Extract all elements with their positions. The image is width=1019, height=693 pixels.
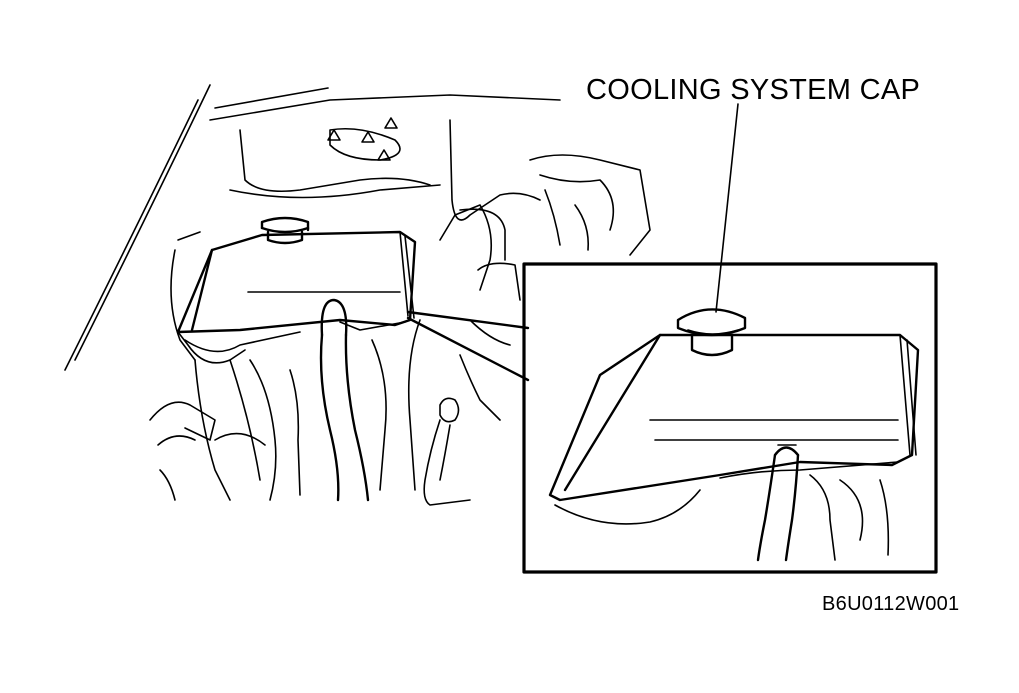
engine-bay-background	[64, 84, 651, 506]
figure-code-label: B6U0112W001	[822, 593, 960, 615]
callout-leader-line	[715, 103, 739, 313]
detail-inset	[522, 262, 938, 574]
coolant-reservoir-main	[176, 216, 417, 364]
zoom-connector-upper	[406, 310, 530, 330]
inset-frame	[522, 262, 938, 574]
cooling-system-cap-label: COOLING SYSTEM CAP	[586, 74, 921, 106]
zoom-connector-lower	[406, 316, 530, 382]
